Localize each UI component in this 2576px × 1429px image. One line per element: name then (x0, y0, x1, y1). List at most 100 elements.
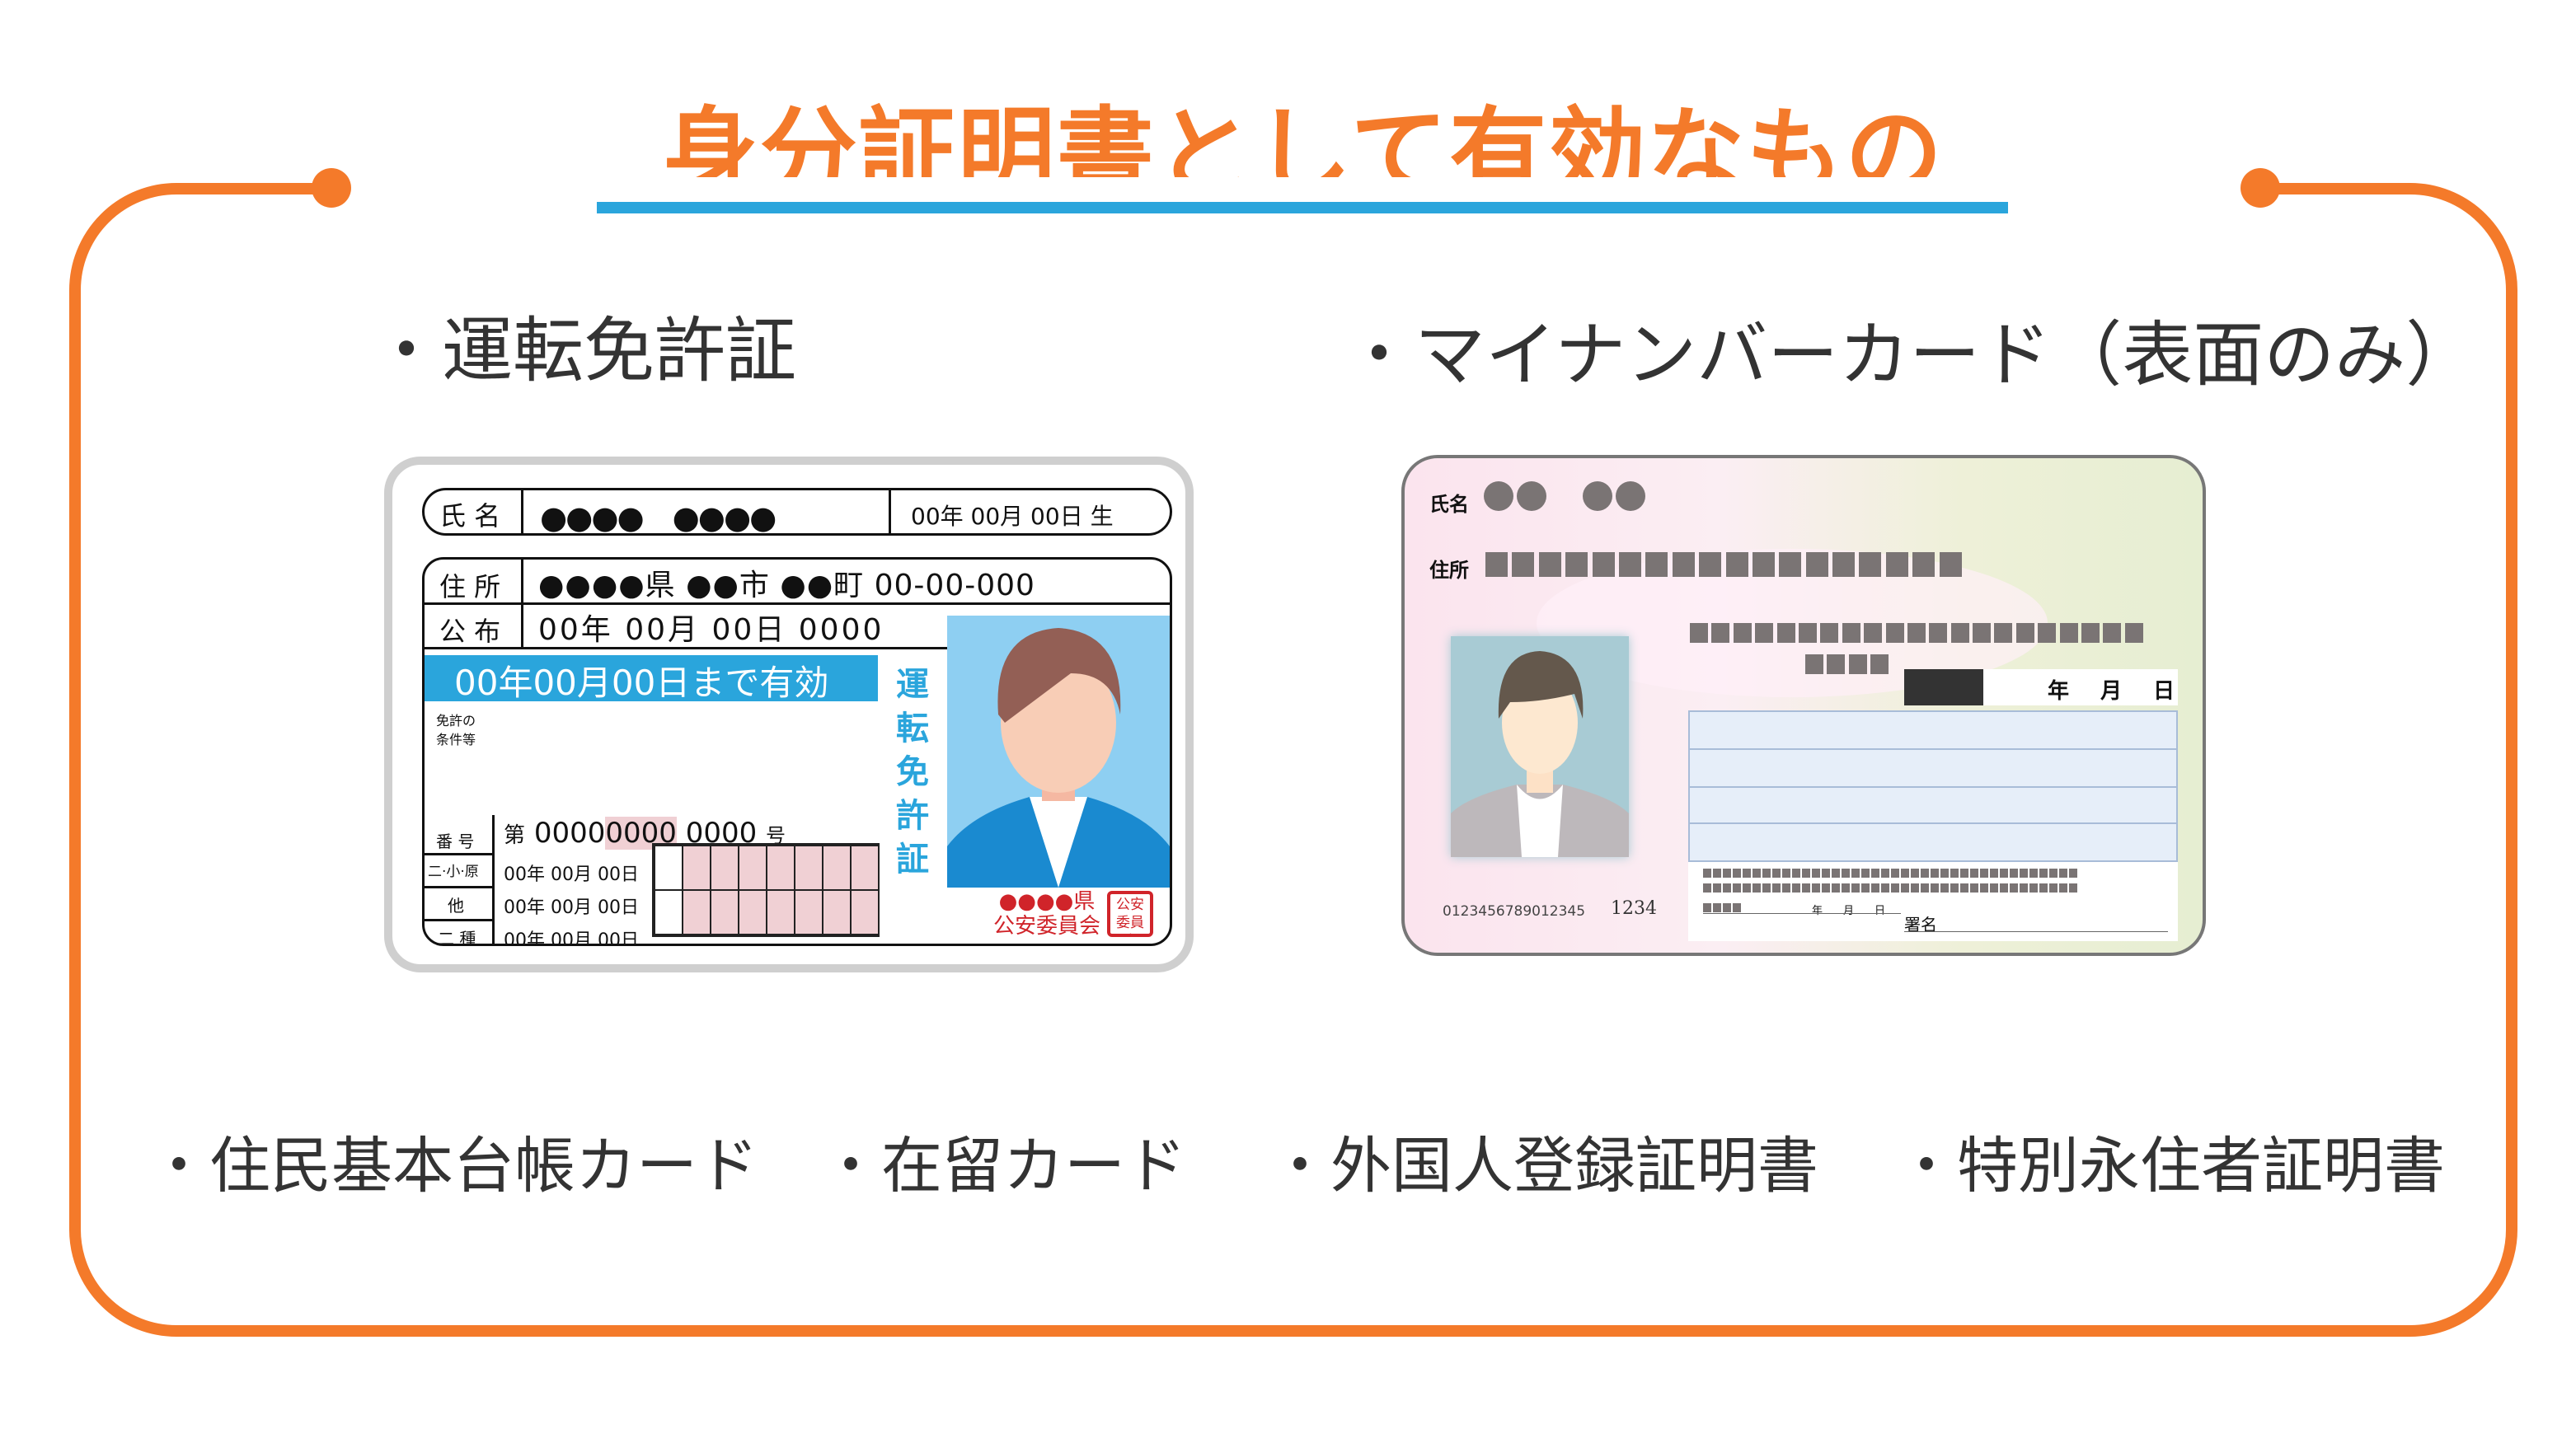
grid-cell (851, 890, 879, 935)
placeholder-block (1672, 552, 1695, 577)
placeholder-block (2039, 869, 2048, 878)
placeholder-block (1921, 883, 1929, 893)
placeholder-block (2059, 869, 2067, 878)
placeholder-block (1723, 903, 1731, 912)
placeholder-block (1565, 552, 1588, 577)
placeholder-block (1792, 869, 1800, 878)
placeholder-block (1753, 869, 1761, 878)
placeholder-block (1842, 883, 1850, 893)
placeholder-block (1929, 623, 1948, 644)
placeholder-block (1960, 869, 1968, 878)
placeholder-block (1980, 883, 1988, 893)
placeholder-block (1832, 869, 1840, 878)
portrait-photo (947, 616, 1170, 888)
placeholder-block (2049, 883, 2058, 893)
placeholder-block (1901, 869, 1909, 878)
name-value: ●●●● ●●●● (540, 499, 777, 536)
grid-cell (683, 846, 711, 890)
conditions-label: 条件等 (436, 732, 476, 747)
placeholder-block (1870, 654, 1889, 675)
placeholder-block (1699, 552, 1722, 577)
placeholder-block (1802, 869, 1810, 878)
placeholder-block (1960, 883, 1968, 893)
placeholder-block (1901, 883, 1909, 893)
placeholder-block (1990, 869, 1998, 878)
placeholder-block (1842, 623, 1860, 644)
placeholder-block (1798, 623, 1817, 644)
mynumber-name-label: 氏名 (1429, 493, 1469, 516)
name-placeholder-dots (1484, 481, 1649, 514)
placeholder-block (1980, 869, 1988, 878)
number-label: 番 号 (436, 832, 475, 851)
placeholder-block (1812, 869, 1820, 878)
placeholder-block (1772, 883, 1781, 893)
placeholder-block (2010, 869, 2018, 878)
grid-cell (851, 846, 879, 890)
placeholder-block (1931, 869, 1939, 878)
grid-cell (795, 846, 823, 890)
placeholder-block (2103, 623, 2122, 644)
placeholder-block (2000, 883, 2008, 893)
placeholder-block (1713, 869, 1721, 878)
placeholder-block (2069, 869, 2077, 878)
placeholder-block (1881, 883, 1889, 893)
placeholder-block (1762, 883, 1771, 893)
bottom-item-juki-card: ・住民基本台帳カード (148, 1131, 758, 1202)
name-label: 氏 名 (439, 500, 501, 532)
placeholder-block (1891, 869, 1899, 878)
frame-dot-right (2241, 168, 2280, 208)
placeholder-block (1907, 623, 1926, 644)
placeholder-block (1827, 654, 1846, 675)
placeholder-block (1725, 552, 1748, 577)
placeholder-block (1512, 552, 1535, 577)
row-label: 二·小·原 (428, 864, 479, 880)
placeholder-block (1703, 869, 1711, 878)
placeholder-block (1782, 869, 1790, 878)
placeholder-block (1885, 623, 1904, 644)
placeholder-block (1743, 869, 1751, 878)
placeholder-block (2000, 869, 2008, 878)
placeholder-block (1970, 883, 1978, 893)
placeholder-block (1723, 883, 1731, 893)
placeholder-block (1832, 552, 1856, 577)
placeholder-block (2124, 623, 2143, 644)
placeholder-block (2020, 883, 2028, 893)
placeholder-block (1851, 883, 1860, 893)
placeholder-block (2010, 883, 2018, 893)
birth-date: 00年 00月 00日 生 (911, 503, 1114, 530)
placeholder-block (1911, 883, 1919, 893)
placeholder-block (1940, 883, 1949, 893)
placeholder-block (2069, 883, 2077, 893)
placeholder-block (1921, 869, 1929, 878)
row-date: 00年 00月 00日 (504, 930, 639, 946)
main-box: 住 所 ●●●●県 ●●市 ●●町 00-00-000 公 布 00年 00月 … (422, 557, 1172, 946)
grid-cell (767, 846, 795, 890)
placeholder-block (1733, 623, 1752, 644)
issuer-text: ●●●●県 公安委員会 (993, 889, 1101, 939)
placeholder-block (1861, 883, 1870, 893)
placeholder-block (1970, 869, 1978, 878)
card-code: 1234 (1611, 898, 1657, 919)
valid-until: 00年00月00日まで有効 (454, 663, 829, 703)
row-label: 二 種 (438, 929, 476, 946)
placeholder-block (1859, 552, 1882, 577)
placeholder-block (1891, 883, 1899, 893)
bottom-item-alien-registration: ・外国人登録証明書 (1269, 1131, 1818, 1202)
placeholder-block (1822, 869, 1830, 878)
placeholder-block (1911, 869, 1919, 878)
placeholder-block (1713, 903, 1721, 912)
placeholder-block (1743, 883, 1751, 893)
heading-mynumber: ・マイナンバーカード（表面のみ） (1344, 314, 2477, 396)
bottom-item-residence-card: ・在留カード (820, 1131, 1186, 1202)
placeholder-block (1752, 552, 1775, 577)
placeholder-block (1733, 883, 1741, 893)
placeholder-block (2039, 883, 2048, 893)
placeholder-block (2029, 869, 2038, 878)
placeholder-block (2038, 623, 2057, 644)
placeholder-block (1779, 552, 1802, 577)
issuer-stamp: 公安委員会 (1107, 891, 1153, 937)
grid-cell (655, 890, 683, 935)
placeholder-block (1805, 654, 1823, 675)
placeholder-block (1772, 869, 1781, 878)
mynumber-address-label: 住所 (1429, 559, 1469, 582)
